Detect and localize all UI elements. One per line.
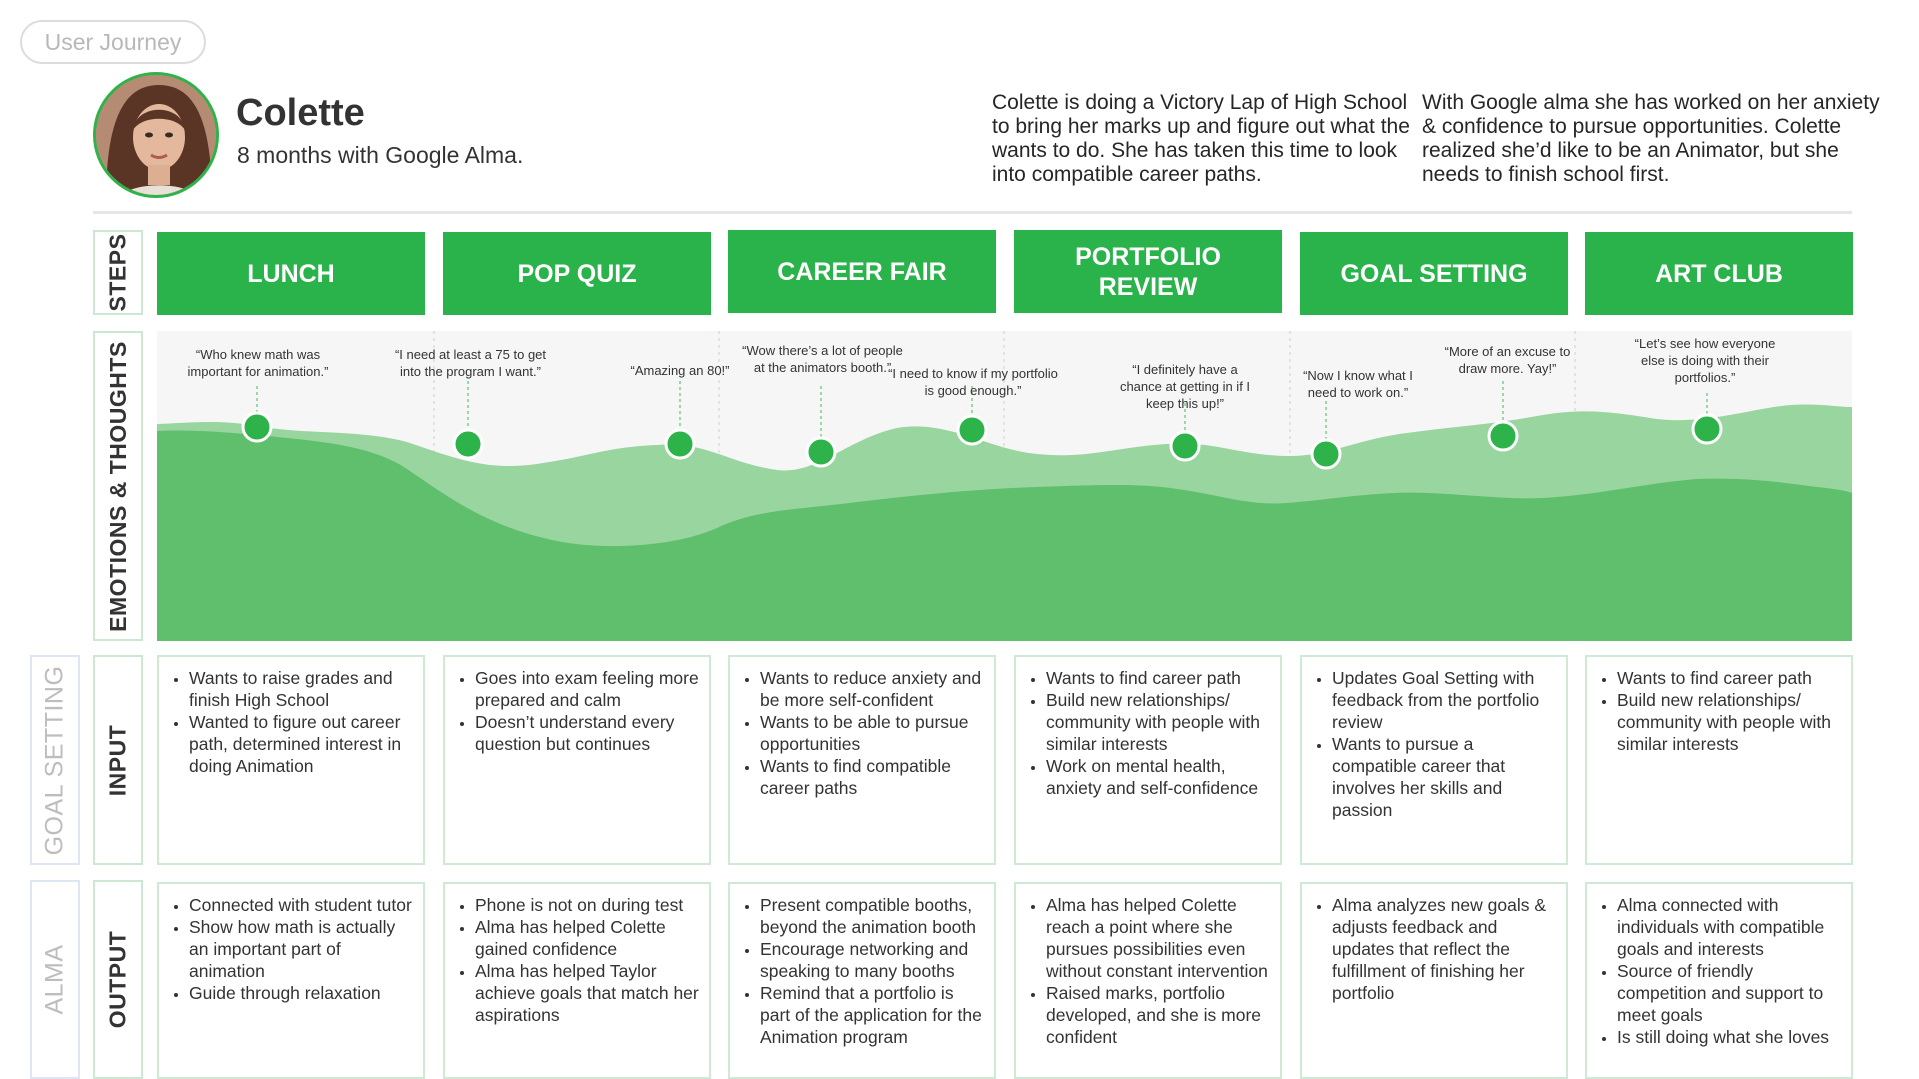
output-item: Source of friendly competition and suppo…: [1617, 960, 1841, 1026]
thought-dot: [241, 411, 273, 443]
output-item: Raised marks, portfolio developed, and s…: [1046, 982, 1270, 1048]
header-divider: [93, 211, 1852, 214]
output-card-portfolio-review: Alma has helped Colette reach a point wh…: [1014, 882, 1282, 1079]
thought-quote: “Who knew math was important for animati…: [187, 347, 329, 379]
input-item: Doesn’t understand every question but co…: [475, 711, 699, 755]
output-item: Phone is not on during test: [475, 894, 699, 916]
row-label-steps: STEPS: [93, 230, 143, 315]
input-card-goal-setting: Updates Goal Setting with feedback from …: [1300, 655, 1568, 865]
thought-dot: [1487, 420, 1519, 452]
thought-quote: “Let’s see how everyone else is doing wi…: [1634, 336, 1776, 385]
thought-dot: [1169, 430, 1201, 462]
output-card-pop-quiz: Phone is not on during testAlma has help…: [443, 882, 711, 1079]
alma-summary: With Google alma she has worked on her a…: [1422, 91, 1880, 186]
side-label-goal-setting-text: GOAL SETTING: [40, 665, 69, 855]
input-item: Work on mental health, anxiety and self-…: [1046, 755, 1270, 799]
output-item: Alma analyzes new goals & adjusts feedba…: [1332, 894, 1556, 1004]
input-item: Build new relationships/ community with …: [1617, 689, 1841, 755]
input-card-lunch: Wants to raise grades and finish High Sc…: [157, 655, 425, 865]
user-journey-tag: User Journey: [20, 20, 206, 64]
step-portfolio-review: PORTFOLIO REVIEW: [1014, 230, 1282, 313]
input-item: Wanted to figure out career path, determ…: [189, 711, 413, 777]
output-item: Remind that a portfolio is part of the a…: [760, 982, 984, 1048]
side-label-alma: ALMA: [30, 880, 80, 1079]
thought-quote: “Now I know what I need to work on.”: [1303, 368, 1413, 400]
thought-quote: “Wow there’s a lot of people at the anim…: [742, 343, 903, 375]
thought-dot: [452, 428, 484, 460]
persona-photo: [96, 75, 216, 195]
persona-description: Colette is doing a Victory Lap of High S…: [992, 91, 1410, 186]
row-label-output: OUTPUT: [93, 880, 143, 1079]
output-item: Alma has helped Taylor achieve goals tha…: [475, 960, 699, 1026]
output-item: Present compatible booths, beyond the an…: [760, 894, 984, 938]
thought-quote: “I definitely have a chance at getting i…: [1119, 362, 1251, 411]
row-label-steps-text: STEPS: [104, 233, 131, 312]
row-label-output-text: OUTPUT: [104, 930, 131, 1029]
thought-dot: [1691, 413, 1723, 445]
thought-quote: “I need to know if my portfolio is good …: [888, 366, 1058, 398]
step-lunch: LUNCH: [157, 232, 425, 315]
input-item: Goes into exam feeling more prepared and…: [475, 667, 699, 711]
output-card-art-club: Alma connected with individuals with com…: [1585, 882, 1853, 1079]
output-item: Connected with student tutor: [189, 894, 413, 916]
step-goal-setting: GOAL SETTING: [1300, 232, 1568, 315]
thought-quote: “More of an excuse to draw more. Yay!”: [1444, 344, 1571, 376]
output-item: Guide through relaxation: [189, 982, 413, 1004]
output-card-career-fair: Present compatible booths, beyond the an…: [728, 882, 996, 1079]
input-card-career-fair: Wants to reduce anxiety and be more self…: [728, 655, 996, 865]
output-card-lunch: Connected with student tutorShow how mat…: [157, 882, 425, 1079]
thought-dot: [805, 436, 837, 468]
thought-dot: [956, 414, 988, 446]
input-item: Wants to be able to pursue opportunities: [760, 711, 984, 755]
input-item: Build new relationships/ community with …: [1046, 689, 1270, 755]
persona-avatar: [93, 72, 219, 198]
input-item: Updates Goal Setting with feedback from …: [1332, 667, 1556, 733]
step-art-club: ART CLUB: [1585, 232, 1853, 315]
input-item: Wants to find compatible career paths: [760, 755, 984, 799]
output-item: Alma has helped Colette reach a point wh…: [1046, 894, 1270, 982]
input-card-art-club: Wants to find career pathBuild new relat…: [1585, 655, 1853, 865]
output-item: Encourage networking and speaking to man…: [760, 938, 984, 982]
input-item: Wants to pursue a compatible career that…: [1332, 733, 1556, 821]
output-card-goal-setting: Alma analyzes new goals & adjusts feedba…: [1300, 882, 1568, 1079]
output-item: Show how math is actually an important p…: [189, 916, 413, 982]
persona-subtitle: 8 months with Google Alma.: [237, 142, 524, 168]
row-label-emotions: EMOTIONS & THOUGHTS: [93, 331, 143, 641]
thought-quote: “I need at least a 75 to get into the pr…: [394, 347, 547, 379]
input-item: Wants to find career path: [1046, 667, 1270, 689]
emotion-curve-chart: [157, 331, 1852, 641]
step-career-fair: CAREER FAIR: [728, 230, 996, 313]
row-label-input: INPUT: [93, 655, 143, 865]
step-pop-quiz: POP QUIZ: [443, 232, 711, 315]
output-item: Is still doing what she loves: [1617, 1026, 1841, 1048]
input-card-pop-quiz: Goes into exam feeling more prepared and…: [443, 655, 711, 865]
row-label-input-text: INPUT: [104, 724, 131, 796]
thought-dot: [664, 428, 696, 460]
row-label-emotions-text: EMOTIONS & THOUGHTS: [104, 340, 131, 632]
thought-dot: [1310, 438, 1342, 470]
output-item: Alma has helped Colette gained confidenc…: [475, 916, 699, 960]
input-item: Wants to reduce anxiety and be more self…: [760, 667, 984, 711]
input-item: Wants to raise grades and finish High Sc…: [189, 667, 413, 711]
input-item: Wants to find career path: [1617, 667, 1841, 689]
output-item: Alma connected with individuals with com…: [1617, 894, 1841, 960]
side-label-alma-text: ALMA: [40, 944, 69, 1015]
emotion-area-dark: [157, 430, 1852, 641]
input-card-portfolio-review: Wants to find career pathBuild new relat…: [1014, 655, 1282, 865]
thought-quote: “Amazing an 80!”: [630, 363, 730, 378]
persona-name: Colette: [236, 92, 365, 134]
side-label-goal-setting: GOAL SETTING: [30, 655, 80, 865]
